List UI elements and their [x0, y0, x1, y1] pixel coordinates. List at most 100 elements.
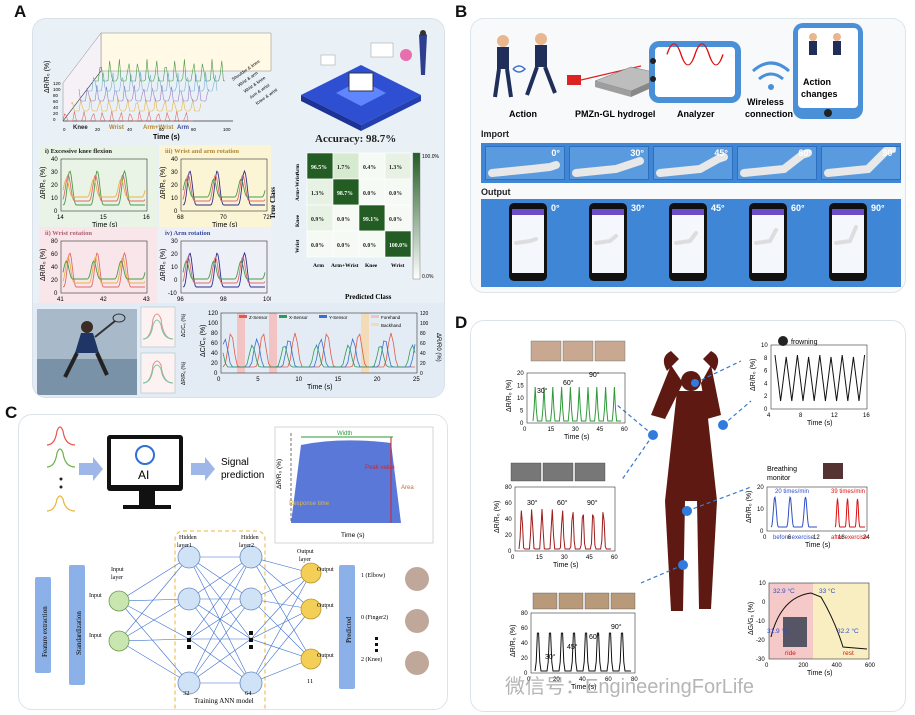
output-angle-label: 45° — [711, 203, 725, 213]
subplot-0-xtick: 16 — [143, 215, 150, 221]
knee-inset-photo — [558, 592, 584, 610]
wrist-annotation: 30° — [527, 499, 538, 507]
breathing-title: Breathing — [767, 466, 797, 473]
knee-frame — [530, 612, 636, 674]
ellipsis-dot — [375, 649, 378, 652]
subplot-2-ytick: 80 — [51, 239, 58, 245]
waterfall-series — [78, 84, 210, 102]
subplot-1-ytick: 40 — [171, 157, 178, 163]
network-edge — [118, 600, 190, 684]
badminton-frame — [220, 312, 418, 374]
badminton-legend-label: Backhand — [381, 323, 402, 328]
badminton-xtick: 20 — [374, 377, 381, 383]
cm-ylabel: True Class — [269, 187, 277, 219]
output-label: Output — [481, 187, 511, 197]
frowning-face-icon — [778, 336, 788, 346]
cm-cell — [306, 230, 334, 258]
network-edge — [188, 598, 252, 640]
knee-annotation: 90° — [611, 623, 622, 631]
network-edge — [250, 572, 312, 684]
temperature-xtick: 600 — [865, 663, 876, 669]
wrist-inset-photo — [574, 462, 606, 482]
backhand-band — [361, 313, 369, 373]
network-edge — [118, 638, 190, 642]
subplot-2-ylabel: ΔR/R₀ (%) — [40, 249, 47, 281]
badminton-legend-swatch — [239, 315, 247, 318]
import-hand-tile: 30° — [569, 146, 649, 180]
finger-xtick: 0 — [523, 427, 527, 433]
temperature-ytick: 0 — [762, 600, 766, 606]
predicted-label: Predicted — [345, 616, 353, 643]
import-angle-label: 0° — [551, 148, 560, 158]
cm-value: 0.0% — [389, 217, 402, 223]
badminton-player-photo — [37, 309, 137, 395]
finger-xtick: 15 — [548, 427, 555, 433]
badminton-ytick: 0 — [214, 371, 218, 377]
hidden2-label: Hidden — [241, 535, 259, 541]
hidden1-label-2: layer1 — [177, 543, 192, 549]
breathing-ytick: 0 — [760, 529, 764, 535]
cm-scale-min: 0.0% — [422, 274, 434, 280]
wifi-icon — [752, 61, 790, 90]
network-edge — [188, 556, 252, 600]
subplot-1-ytick: 10 — [171, 196, 178, 202]
cm-row-label: Arm — [295, 164, 301, 175]
breathing-title-2: monitor — [767, 475, 791, 482]
hydrogel-sensor-icon — [567, 75, 581, 85]
waterfall-ytick: 0 — [53, 117, 56, 122]
count-hidden2: 64 — [245, 690, 252, 697]
count-hidden1: 32 — [183, 690, 190, 697]
output-phone-tile: 45° — [669, 203, 725, 281]
subplot-series — [62, 255, 146, 284]
cm-cell — [384, 178, 412, 206]
cm-row-label: Arm+Wrist — [295, 173, 301, 201]
subplot-1-xtick: 68 — [177, 215, 184, 221]
label-action-changes-2: changes — [801, 89, 838, 99]
temperature-xtick: 0 — [765, 663, 769, 669]
waterfall-series — [70, 98, 202, 112]
waterfall-row-label: Arm+Wrist — [143, 125, 173, 131]
input-neuron — [108, 630, 130, 652]
breathing-xtick: 6 — [788, 535, 792, 541]
panel-label-a: A — [14, 2, 27, 21]
wrist-annotation: 90° — [587, 499, 598, 507]
feature-ylabel: ΔR/R₀ (%) — [276, 459, 283, 489]
label-wireless-2: connection — [745, 109, 793, 119]
predicted-box — [339, 565, 355, 689]
hidden1-label: Hidden — [179, 535, 197, 541]
breathing-xtick: 24 — [863, 535, 870, 541]
output-layer-label-2: layer — [299, 557, 311, 563]
knee-annotation: 60° — [589, 633, 600, 641]
peak-label: Peak value — [365, 465, 395, 471]
waterfall-xtick: 0 — [63, 127, 66, 132]
hidden-neuron — [177, 671, 201, 695]
ellipsis-dot — [249, 638, 253, 642]
badminton-ytick: 60 — [211, 341, 218, 347]
finger-ytick: 15 — [517, 384, 524, 390]
waterfall-ytick: 40 — [53, 105, 59, 110]
knee-annotation: 30° — [545, 653, 556, 661]
standardization-label: Standardization — [75, 611, 83, 655]
waterfall-xtick: 20 — [95, 127, 101, 132]
subplot-series — [182, 178, 266, 198]
prediction-label: 0 (Finger2) — [361, 614, 388, 621]
finger-series — [532, 386, 621, 422]
mini-label-2: ΔR/R₀ (%) — [181, 361, 187, 385]
knee-ytick: 20 — [521, 656, 528, 662]
wrist-frame — [514, 486, 616, 552]
waterfall-series — [95, 59, 226, 82]
output-angle-label: 30° — [631, 203, 645, 213]
network-edge — [118, 556, 190, 642]
badminton-legend-label: Forehand — [381, 315, 401, 320]
badminton-ytick-right: 20 — [420, 361, 426, 367]
subplot-2-ytick: 40 — [51, 265, 58, 271]
temperature-ytick: -20 — [756, 638, 765, 644]
import-angle-label: 45° — [714, 148, 728, 158]
breathing-after: after exercise — [831, 535, 868, 541]
cm-value: 0.0% — [363, 243, 376, 249]
badminton-xlabel: Time (s) — [307, 384, 332, 391]
hidden-neuron — [239, 671, 263, 695]
cm-value: 0.9% — [311, 217, 324, 223]
waterfall-xtick: 80 — [191, 127, 197, 132]
subplot-0-xtick: 15 — [100, 215, 107, 221]
